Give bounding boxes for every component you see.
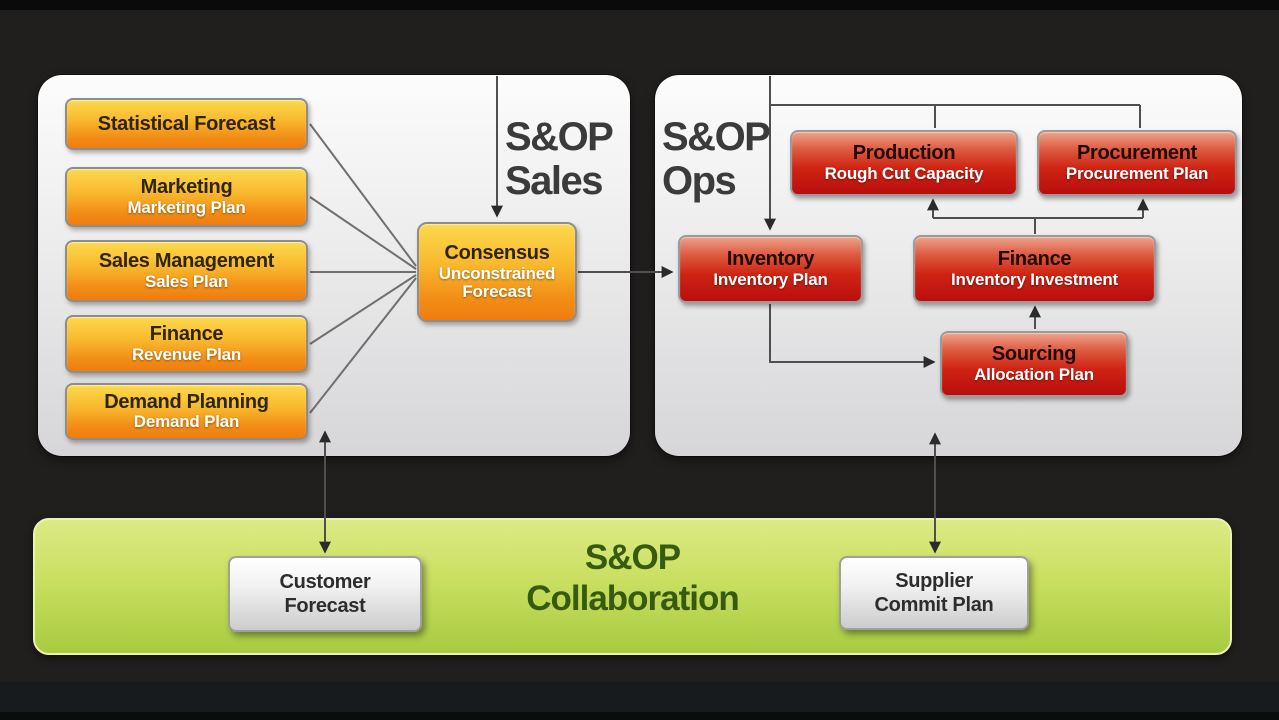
box-statistical-forecast: Statistical Forecast bbox=[65, 98, 308, 150]
sales-label-line2: Sales bbox=[505, 159, 604, 203]
box-inventory: Inventory Inventory Plan bbox=[678, 235, 863, 303]
box-sales-management: Sales Management Sales Plan bbox=[65, 240, 308, 302]
box-title: Finance bbox=[149, 323, 224, 346]
box-title: Finance bbox=[997, 248, 1072, 271]
box-title: Sourcing bbox=[991, 343, 1077, 366]
box-sourcing: Sourcing Allocation Plan bbox=[940, 331, 1128, 397]
box-subtitle: Unconstrained Forecast bbox=[438, 263, 556, 302]
box-subtitle: Procurement Plan bbox=[1065, 163, 1209, 183]
box-subtitle: Rough Cut Capacity bbox=[824, 163, 984, 183]
box-marketing: Marketing Marketing Plan bbox=[65, 167, 308, 227]
collab-label-line1: S&OP bbox=[584, 538, 681, 577]
box-subtitle: Inventory Plan bbox=[713, 269, 828, 289]
collab-label-line2: Collaboration bbox=[526, 579, 740, 618]
ops-label-line2: Ops bbox=[662, 159, 737, 203]
sales-label-line1: S&OP bbox=[505, 115, 614, 159]
box-subtitle: Allocation Plan bbox=[974, 364, 1094, 384]
box-line2: Forecast bbox=[284, 595, 366, 617]
box-line1: Customer bbox=[279, 571, 371, 593]
box-subtitle: Demand Plan bbox=[133, 412, 240, 432]
box-finance-revenue-plan: Finance Revenue Plan bbox=[65, 315, 308, 373]
box-subtitle: Revenue Plan bbox=[131, 344, 242, 364]
box-title: Statistical Forecast bbox=[97, 112, 276, 135]
box-title: Marketing bbox=[140, 176, 233, 199]
box-title: Sales Management bbox=[98, 250, 275, 273]
collaboration-bar-label: S&OP Collaboration bbox=[33, 537, 1232, 619]
box-title: Inventory bbox=[726, 248, 815, 271]
box-title: Consensus bbox=[444, 242, 550, 265]
box-title: Procurement bbox=[1076, 142, 1198, 165]
box-line2: Commit Plan bbox=[874, 594, 994, 616]
box-line1: Supplier bbox=[895, 570, 973, 592]
box-customer-forecast: Customer Forecast bbox=[228, 556, 422, 632]
box-title: Production bbox=[852, 142, 956, 165]
box-production: Production Rough Cut Capacity bbox=[790, 130, 1018, 196]
bottom-letterbox-band bbox=[0, 712, 1279, 720]
box-supplier-commit-plan: Supplier Commit Plan bbox=[839, 556, 1029, 630]
sales-panel-label: S&OP Sales bbox=[505, 115, 614, 203]
box-subtitle: Marketing Plan bbox=[127, 197, 246, 217]
box-subtitle: Sales Plan bbox=[144, 271, 229, 291]
bottom-band bbox=[0, 682, 1279, 712]
box-demand-planning: Demand Planning Demand Plan bbox=[65, 383, 308, 440]
box-title: Demand Planning bbox=[104, 390, 269, 413]
top-letterbox-band bbox=[0, 0, 1279, 10]
box-finance-inventory-investment: Finance Inventory Investment bbox=[913, 235, 1156, 303]
box-subtitle: Inventory Investment bbox=[951, 269, 1118, 289]
ops-panel-label: S&OP Ops bbox=[662, 115, 771, 203]
ops-label-line1: S&OP bbox=[662, 115, 771, 159]
box-procurement: Procurement Procurement Plan bbox=[1037, 130, 1237, 196]
box-consensus: Consensus Unconstrained Forecast bbox=[417, 222, 577, 322]
